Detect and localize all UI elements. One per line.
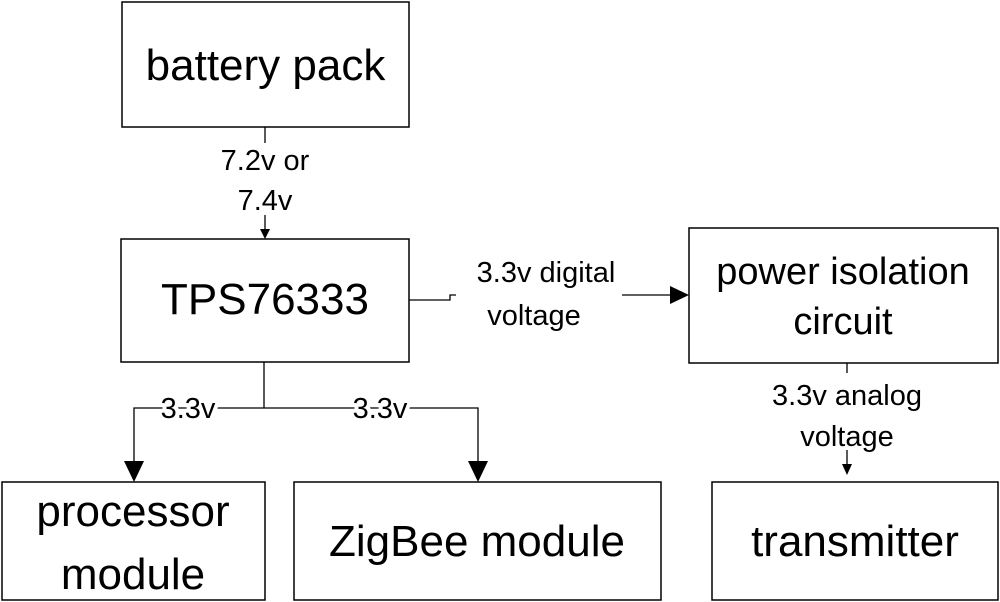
edge-label-line-2: voltage <box>487 300 581 332</box>
node-box <box>711 481 999 601</box>
edge-regulator-to-isolation: 3.3v digital voltage <box>409 257 689 332</box>
edge-isolation-to-transmitter: 3.3v analog voltage <box>772 363 922 475</box>
edge-label-line-2: 7.4v <box>238 185 293 217</box>
arrowhead <box>468 461 488 482</box>
node-transmitter: transmitter <box>711 481 999 601</box>
node-power-isolation-circuit: power isolation circuit <box>688 227 999 364</box>
node-label: TPS76333 <box>161 275 369 324</box>
arrowhead <box>124 461 144 482</box>
arrowhead <box>670 286 689 304</box>
edge-regulator-to-zigbee: 3.3v <box>264 389 488 482</box>
node-box <box>1 481 266 601</box>
edge-regulator-to-processor: 3.3v <box>124 362 265 482</box>
node-label: transmitter <box>751 517 959 566</box>
node-box <box>120 238 410 363</box>
node-tps76333: TPS76333 <box>120 238 410 363</box>
edge-label: 3.3v <box>353 393 408 425</box>
edge-label-line-1: 3.3v digital <box>477 257 616 289</box>
node-box <box>688 227 999 364</box>
edge-label-line-1: 7.2v or <box>221 145 310 177</box>
node-label: ZigBee module <box>329 517 625 566</box>
edge-battery-to-regulator: 7.2v or 7.4v <box>221 127 310 239</box>
edge-line <box>409 294 456 301</box>
edge-label-line-1: 3.3v analog <box>772 380 922 412</box>
edge-label: 3.3v <box>161 393 216 425</box>
node-processor-module: processor module <box>1 481 266 601</box>
node-label-line-2: module <box>61 550 205 599</box>
node-label-line-2: circuit <box>793 301 893 343</box>
node-box <box>293 481 662 601</box>
node-zigbee-module: ZigBee module <box>293 481 662 601</box>
arrowhead <box>842 464 852 475</box>
node-label-line-1: processor <box>36 487 229 536</box>
edge-label-line-2: voltage <box>800 421 894 453</box>
node-label-line-1: power isolation <box>716 251 969 293</box>
arrowhead <box>260 229 270 239</box>
edge-line <box>264 407 479 461</box>
node-battery-pack: battery pack <box>121 1 410 128</box>
edge-line <box>133 407 264 462</box>
node-box <box>121 1 410 128</box>
node-label: battery pack <box>146 41 387 90</box>
